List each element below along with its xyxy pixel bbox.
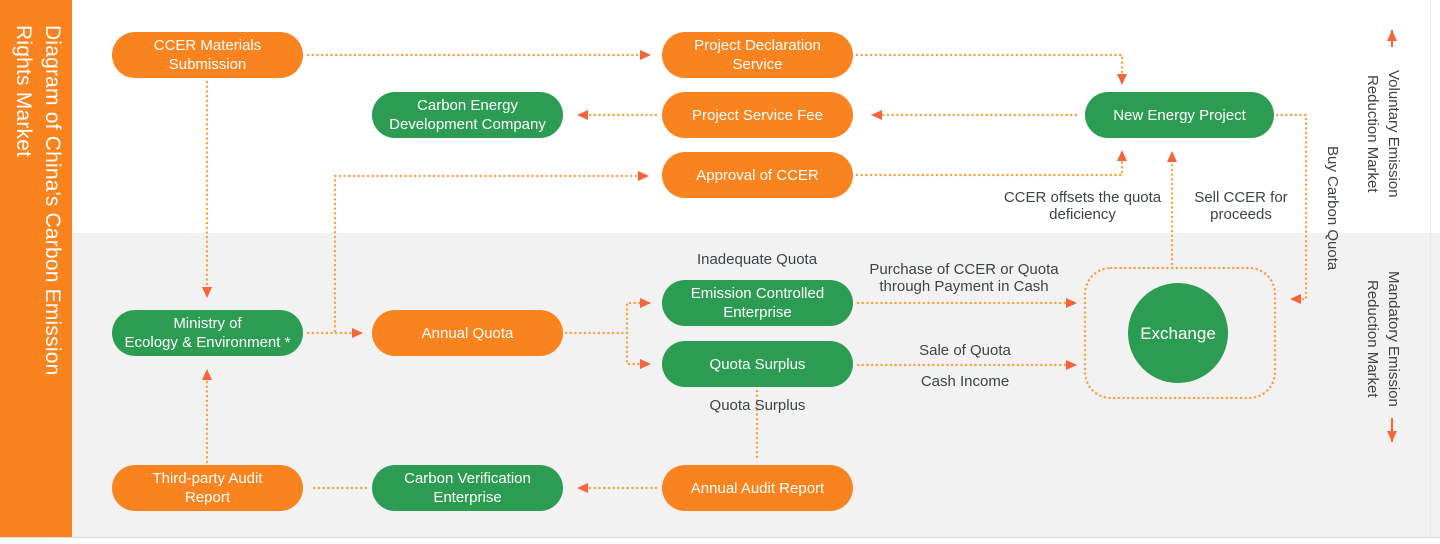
node-quota-surplus: Quota Surplus bbox=[662, 341, 853, 387]
node-label: Report bbox=[184, 489, 230, 506]
node-label: Annual Quota bbox=[421, 324, 514, 342]
node-label: Ecology & Environment * bbox=[124, 334, 291, 351]
rail-mandatory-market: Mandatory Emission Reduction Market bbox=[1358, 260, 1404, 418]
node-annual-quota: Annual Quota bbox=[372, 310, 563, 356]
label-buy-carbon-quota: Buy Carbon Quota bbox=[1324, 146, 1341, 271]
node-label: Project Service Fee bbox=[692, 106, 823, 124]
label-inadequate-quota: Inadequate Quota bbox=[696, 251, 818, 268]
label-sell-ccer-proceeds: Sell CCER for proceeds bbox=[1194, 189, 1288, 223]
page-title-line1: Diagram of China's Carbon Emission bbox=[41, 25, 64, 376]
node-label: CCER Materials bbox=[153, 37, 262, 54]
node-approval-of-ccer: Approval of CCER bbox=[662, 152, 853, 198]
rail-voluntary-line1: Voluntary Emission bbox=[1385, 70, 1402, 198]
node-label: Approval of CCER bbox=[696, 166, 819, 184]
node-label: Quota Surplus bbox=[709, 355, 806, 373]
node-ministry-of-ecology-environment: Ministry of Ecology & Environment * bbox=[112, 310, 303, 356]
rail-mandatory-line1: Mandatory Emission bbox=[1385, 271, 1402, 407]
label-sale-of-quota: Sale of Quota bbox=[919, 342, 1011, 359]
node-label: Enterprise bbox=[433, 489, 502, 506]
node-label: Exchange bbox=[1140, 323, 1216, 343]
node-exchange: Exchange bbox=[1128, 283, 1228, 383]
label-quota-surplus: Quota Surplus bbox=[709, 397, 806, 414]
node-label: New Energy Project bbox=[1113, 106, 1246, 124]
label-cash-income: Cash Income bbox=[920, 373, 1010, 390]
node-label: Carbon Energy bbox=[417, 97, 518, 114]
node-label: Emission Controlled bbox=[690, 285, 825, 302]
rail-mandatory-line2: Reduction Market bbox=[1364, 280, 1381, 398]
node-label: Annual Audit Report bbox=[690, 479, 825, 497]
label-ccer-offsets-deficiency: CCER offsets the quota deficiency bbox=[1003, 189, 1162, 223]
node-label: Ministry of bbox=[173, 315, 242, 332]
page-title: Diagram of China's Carbon Emission Right… bbox=[0, 0, 72, 544]
page-title-line2: Rights Market bbox=[12, 25, 35, 158]
node-label: Development Company bbox=[389, 116, 546, 133]
node-annual-audit-report: Annual Audit Report bbox=[662, 465, 853, 511]
node-label: Project Declaration bbox=[694, 37, 821, 54]
rail-voluntary-line2: Reduction Market bbox=[1364, 75, 1381, 193]
node-label: Submission bbox=[168, 56, 247, 73]
node-project-service-fee: Project Service Fee bbox=[662, 92, 853, 138]
node-label: Carbon Verification bbox=[404, 470, 531, 487]
node-label: Service bbox=[732, 56, 783, 73]
bottom-edge-divider bbox=[0, 537, 1440, 544]
node-label: Third-party Audit bbox=[152, 470, 263, 487]
title-bar: Diagram of China's Carbon Emission Right… bbox=[0, 0, 72, 537]
rail-voluntary-market: Voluntary Emission Reduction Market bbox=[1358, 58, 1404, 210]
label-purchase-of-ccer: Purchase of CCER or Quota through Paymen… bbox=[869, 261, 1059, 295]
node-new-energy-project: New Energy Project bbox=[1085, 92, 1274, 138]
node-label: Enterprise bbox=[723, 304, 792, 321]
right-edge-divider bbox=[1430, 0, 1431, 537]
